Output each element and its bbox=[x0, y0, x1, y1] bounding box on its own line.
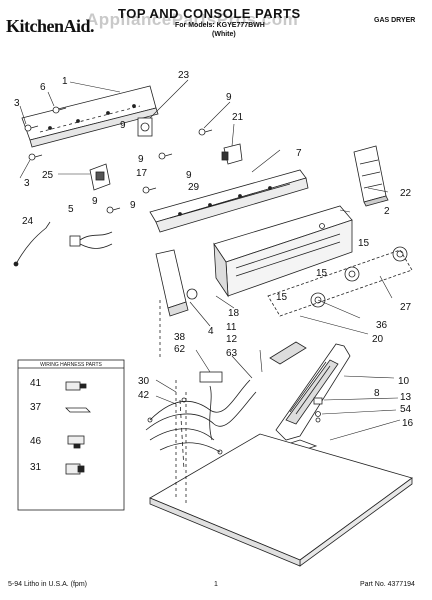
callout-6: 6 bbox=[40, 82, 46, 93]
dryer-top bbox=[149, 433, 413, 567]
wiring-harness-parts-box bbox=[17, 359, 125, 511]
callout-11: 11 bbox=[226, 322, 237, 333]
callout-21: 21 bbox=[232, 112, 244, 123]
callout-36: 36 bbox=[376, 320, 388, 331]
callout-63: 63 bbox=[226, 348, 238, 359]
callout-5: 5 bbox=[68, 204, 74, 215]
model-numbers: For Models: KGYE777BWH bbox=[175, 22, 265, 29]
page-title: TOP AND CONSOLE PARTS bbox=[118, 6, 301, 21]
callout-20: 20 bbox=[372, 334, 384, 345]
callout-24: 24 bbox=[22, 216, 34, 227]
callout-3: 3 bbox=[24, 178, 30, 189]
callout-numbers: 1 23 6 3 9 21 9 3 25 9 17 7 9 29 9 22 5 … bbox=[14, 70, 414, 473]
print-info: 5-94 Litho in U.S.A. (fpm) bbox=[8, 581, 87, 588]
part-number: Part No. 4377194 bbox=[360, 581, 415, 588]
callout-9: 9 bbox=[186, 170, 192, 181]
screws bbox=[24, 106, 213, 214]
callout-9: 9 bbox=[120, 120, 126, 131]
callout-4: 4 bbox=[208, 326, 214, 337]
lint-screen-cover bbox=[269, 341, 307, 365]
wire-lead-24 bbox=[15, 221, 51, 265]
callout-15: 15 bbox=[276, 292, 288, 303]
callout-54: 54 bbox=[400, 404, 412, 415]
console-frame bbox=[149, 169, 309, 233]
control-panel bbox=[213, 205, 353, 298]
callout-13: 13 bbox=[400, 392, 412, 403]
callout-16: 16 bbox=[402, 418, 414, 429]
wiring-harness bbox=[145, 371, 257, 471]
sensor-assembly bbox=[69, 231, 113, 249]
wiring-harness-parts-title: WIRING HARNESS PARTS bbox=[40, 362, 102, 368]
callout-62: 62 bbox=[174, 344, 186, 355]
rear-control-panel bbox=[21, 85, 159, 148]
callout-7: 7 bbox=[296, 148, 302, 159]
callout-31: 31 bbox=[30, 462, 42, 473]
callout-8: 8 bbox=[374, 388, 380, 399]
callout-25: 25 bbox=[42, 170, 54, 181]
callout-9: 9 bbox=[138, 154, 144, 165]
thermostat-clips bbox=[313, 397, 323, 423]
model-color: (White) bbox=[212, 31, 236, 38]
callout-46: 46 bbox=[30, 436, 42, 447]
timer-component bbox=[137, 117, 153, 137]
switch-assembly bbox=[89, 163, 111, 191]
bracket-21 bbox=[221, 143, 243, 165]
callout-17: 17 bbox=[136, 168, 148, 179]
console-end-panel bbox=[155, 249, 198, 317]
callout-30: 30 bbox=[138, 376, 150, 387]
callout-38: 38 bbox=[174, 332, 186, 343]
callout-29: 29 bbox=[188, 182, 200, 193]
leader-lines bbox=[19, 79, 401, 441]
callout-42: 42 bbox=[138, 390, 150, 401]
callout-9: 9 bbox=[130, 200, 136, 211]
callout-23: 23 bbox=[178, 70, 190, 81]
callout-1: 1 bbox=[62, 76, 68, 87]
brand-logo: KitchenAid. bbox=[6, 16, 95, 36]
callout-10: 10 bbox=[398, 376, 410, 387]
callout-2: 2 bbox=[384, 206, 390, 217]
callout-41: 41 bbox=[30, 378, 42, 389]
dryer-type: GAS DRYER bbox=[374, 17, 416, 24]
callout-27: 27 bbox=[400, 302, 412, 313]
callout-9: 9 bbox=[226, 92, 232, 103]
end-cap bbox=[353, 145, 389, 207]
callout-37: 37 bbox=[30, 402, 42, 413]
callout-22: 22 bbox=[400, 188, 412, 199]
callout-15: 15 bbox=[316, 268, 328, 279]
callout-15: 15 bbox=[358, 238, 370, 249]
watermark: AppliancePartsPros.com bbox=[86, 10, 299, 29]
lint-duct bbox=[275, 343, 351, 441]
callout-12: 12 bbox=[226, 334, 238, 345]
callout-9: 9 bbox=[92, 196, 98, 207]
page-number: 1 bbox=[214, 581, 218, 588]
callout-3: 3 bbox=[14, 98, 20, 109]
callout-18: 18 bbox=[228, 308, 240, 319]
